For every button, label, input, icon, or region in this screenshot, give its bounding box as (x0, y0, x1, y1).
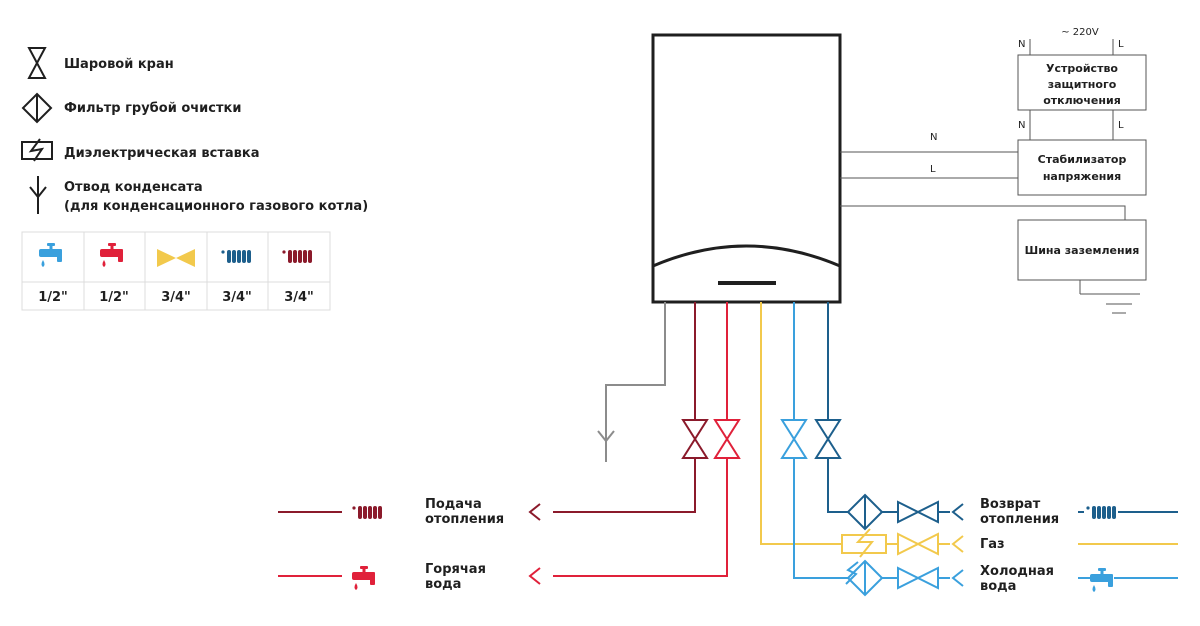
pipe-size-table: 1/2" 1/2" 3/4" 3/4" 3/4" (21, 231, 331, 311)
rcd-box: Устройство защитного отключения (1017, 54, 1147, 111)
rcd-line3: отключения (1043, 94, 1121, 107)
size-cell-3: 3/4" (161, 290, 191, 305)
coarse-filter-legend-icon (21, 92, 53, 124)
size-cell-4: 3/4" (222, 290, 252, 305)
hot-water-label-1: Горячая (425, 562, 486, 577)
stabilizer-line2: напряжения (1043, 170, 1121, 183)
condensate-drain-legend-icon (29, 176, 47, 214)
legend-condensate-line1: Отвод конденсата (64, 180, 203, 195)
legend-coarse-filter: Фильтр грубой очистки (64, 101, 241, 116)
gas-valve-icon (157, 249, 195, 267)
heating-supply-radiator-icon (352, 506, 382, 519)
heating-supply-label-1: Подача (425, 497, 482, 512)
cold-water-pipe (780, 302, 1178, 597)
rcd-l-label: L (1118, 39, 1124, 50)
heating-supply-label-2: отопления (425, 512, 504, 527)
dielectric-insert-legend-icon (21, 138, 53, 162)
cold-water-label-2: вода (980, 579, 1016, 594)
wire-l-label: L (930, 164, 936, 175)
wire-n-label: N (930, 132, 937, 143)
size-cell-2: 1/2" (99, 290, 129, 305)
legend-dielectric-insert: Диэлектрическая вставка (64, 146, 259, 161)
hot-water-pipe-faucet-icon (352, 566, 375, 590)
heating-return-pipe (814, 302, 1178, 531)
legend-ball-valve: Шаровой кран (64, 57, 174, 72)
heating-supply-pipe (278, 302, 709, 521)
condensate-pipe (597, 302, 666, 462)
stab-l-label: L (1118, 120, 1124, 131)
gas-pipe (760, 302, 1178, 558)
hot-water-pipe (278, 302, 741, 585)
size-cell-1: 1/2" (38, 290, 68, 305)
rcd-line2: защитного (1048, 78, 1117, 91)
heating-return-label-1: Возврат (980, 497, 1041, 512)
cold-water-label-1: Холодная (980, 564, 1054, 579)
heating-return-label-2: отопления (980, 512, 1059, 527)
ground-bus-box: Шина заземления (1017, 219, 1147, 281)
ball-valve-legend-icon (27, 47, 47, 79)
legend: Шаровой кран Фильтр грубой очистки Диэле… (21, 47, 368, 214)
cold-water-pipe-faucet-icon (1090, 568, 1113, 592)
gas-boiler (651, 33, 842, 304)
size-cell-5: 3/4" (284, 290, 314, 305)
rcd-n-label: N (1018, 39, 1025, 50)
gas-label: Газ (980, 537, 1005, 552)
stabilizer-line1: Стабилизатор (1038, 153, 1127, 166)
rcd-line1: Устройство (1046, 62, 1118, 75)
electrical-wiring (840, 39, 1140, 314)
ground-bus-label: Шина заземления (1025, 244, 1140, 257)
stabilizer-box: Стабилизатор напряжения (1017, 139, 1147, 196)
legend-condensate-line2: (для конденсационного газового котла) (64, 199, 368, 214)
supply-voltage-label: ~ 220V (1061, 27, 1099, 38)
hot-water-label-2: вода (425, 577, 461, 592)
stab-n-label: N (1018, 120, 1025, 131)
heating-return-radiator-icon (1086, 506, 1116, 519)
